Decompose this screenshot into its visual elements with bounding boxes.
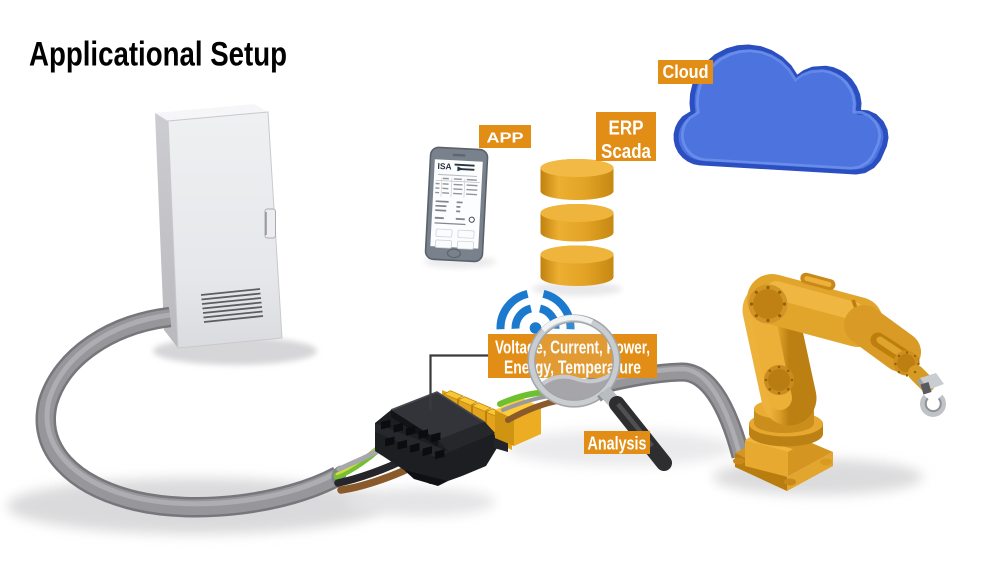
svg-text:Cloud: Cloud bbox=[663, 62, 709, 82]
svg-text:ISA: ISA bbox=[437, 161, 452, 172]
svg-text:ERP: ERP bbox=[609, 118, 644, 140]
svg-text:APP: APP bbox=[487, 130, 524, 147]
svg-text:Energy, Temperature: Energy, Temperature bbox=[504, 358, 641, 378]
svg-text:Analysis: Analysis bbox=[588, 433, 647, 454]
svg-text:Scada: Scada bbox=[601, 141, 652, 163]
svg-text:Applicational Setup: Applicational Setup bbox=[29, 36, 287, 74]
